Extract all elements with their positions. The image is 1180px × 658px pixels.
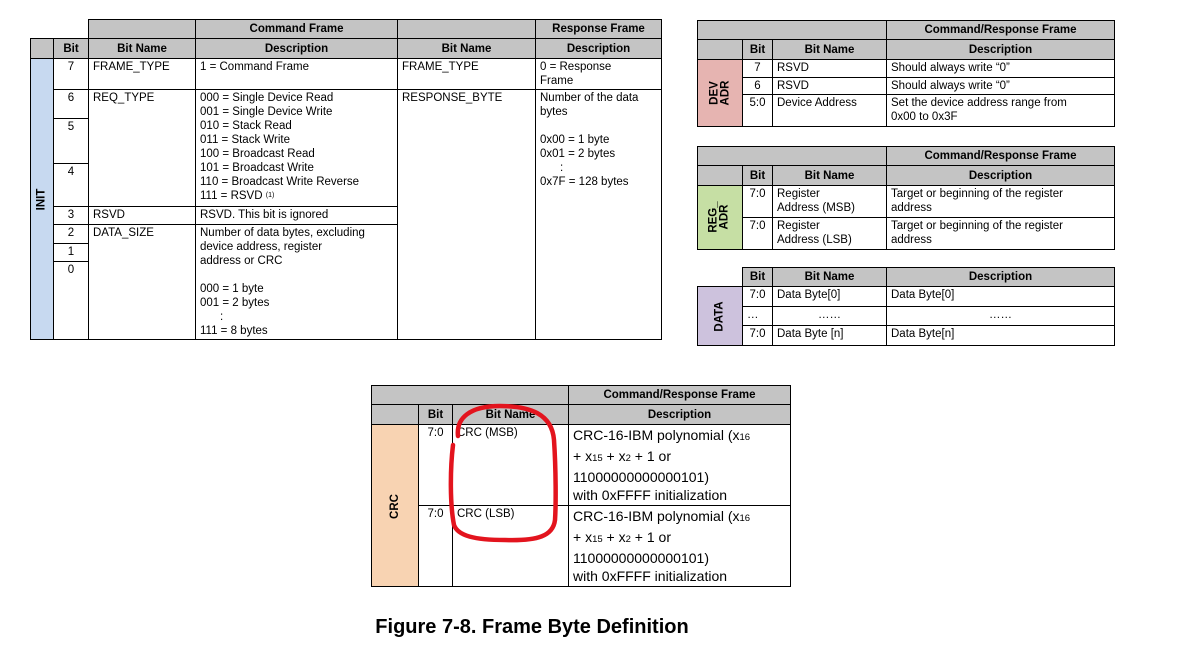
crc-row-label: CRC [371,424,419,587]
bit-name-cell: Data Byte[0] [772,286,887,307]
crc-msb-description: CRC-16-IBM polynomial (x16 + x15 + x2 + … [568,424,791,506]
bit-cell: 7:0 [418,424,453,506]
col-description: Description [886,267,1115,287]
description-cell: …… [886,306,1115,326]
reg-adr-table: Command/Response Frame Bit Bit Name Desc… [697,146,1115,250]
reg-adr-row-label: REG_ADR [697,185,743,250]
crc-table: Command/Response Frame Bit Bit Name Desc… [371,385,791,587]
bit-cell: 7:0 [742,217,773,250]
bit-name-cell: DATA_SIZE [88,224,196,340]
bit-cell: 6 [742,77,773,95]
bit-cell: 5 [53,118,89,164]
crc-lsb-description: CRC-16-IBM polynomial (x16 + x15 + x2 + … [568,505,791,587]
col-bit: Bit [418,404,453,425]
bit-cell: 7:0 [418,505,453,587]
description-cell: Should always write “0” [886,77,1115,95]
col-resp-description: Description [535,38,662,59]
bit-cell: 0 [53,261,89,340]
resp-bit-name-cell: RESPONSE_BYTE [397,89,536,340]
figure-caption: Figure 7-8. Frame Byte Definition [375,616,689,638]
command-frame-header: Command Frame [195,19,398,39]
bit-cell: 7 [53,58,89,90]
description-cell: Should always write “0” [886,59,1115,78]
bit-name-cell: RSVD [772,77,887,95]
bit-cell: 5:0 [742,94,773,127]
bit-name-cell: RSVD [772,59,887,78]
req-type-description: 000 = Single Device Read 001 = Single De… [195,89,398,207]
dev-adr-table: Command/Response Frame Bit Bit Name Desc… [697,20,1115,127]
data-table: Bit Bit Name Description DATA 7:0 Data B… [697,267,1115,346]
bit-cell: 2 [53,223,89,245]
init-row-label: INIT [30,58,54,340]
response-frame-header: Response Frame [535,19,662,39]
bit-name-cell: Data Byte [n] [772,325,887,346]
col-bit-name: Bit Name [772,165,887,186]
col-bit: Bit [53,38,89,59]
bit-cell: 7:0 [742,185,773,218]
col-description: Description [886,39,1115,60]
col-resp-bit-name: Bit Name [397,38,536,59]
description-cell: 1 = Command Frame [195,58,398,90]
col-description: Description [195,38,398,59]
bit-name-cell: REQ_TYPE [88,89,196,207]
bit-cell: 7:0 [742,325,773,346]
col-bit: Bit [742,165,773,186]
bit-name-cell: CRC (LSB) [452,505,569,587]
bit-cell: 4 [53,163,89,207]
col-description: Description [568,404,791,425]
col-bit-name: Bit Name [452,404,569,425]
col-bit-name: Bit Name [88,38,196,59]
dev-adr-group-header: Command/Response Frame [886,20,1115,40]
bit-name-cell: CRC (MSB) [452,424,569,506]
col-bit-name: Bit Name [772,267,887,287]
resp-bit-name-cell: FRAME_TYPE [397,58,536,90]
bit-cell: 1 [53,243,89,263]
description-cell: Data Byte[0] [886,286,1115,307]
col-bit: Bit [742,39,773,60]
bit-cell: 7:0 [742,286,773,307]
col-bit: Bit [742,267,773,287]
bit-cell: … [742,306,773,326]
col-description: Description [886,165,1115,186]
bit-name-cell: …… [772,306,887,326]
reg-adr-group-header: Command/Response Frame [886,146,1115,166]
init-table: Command Frame Response Frame Bit Bit Nam… [30,19,662,340]
resp-byte-description: Number of the data bytes 0x00 = 1 byte 0… [535,89,662,340]
bit-name-cell: Device Address [772,94,887,127]
crc-group-header: Command/Response Frame [568,385,791,405]
description-cell: Data Byte[n] [886,325,1115,346]
data-size-description: Number of data bytes, excluding device a… [195,224,398,340]
bit-cell: 6 [53,89,89,119]
bit-cell: 3 [53,206,89,225]
bit-cell: 7 [742,59,773,78]
data-row-label: DATA [697,286,743,346]
col-bit-name: Bit Name [772,39,887,60]
bit-name-cell: FRAME_TYPE [88,58,196,90]
description-cell: RSVD. This bit is ignored [195,206,398,225]
bit-name-cell: RSVD [88,206,196,225]
